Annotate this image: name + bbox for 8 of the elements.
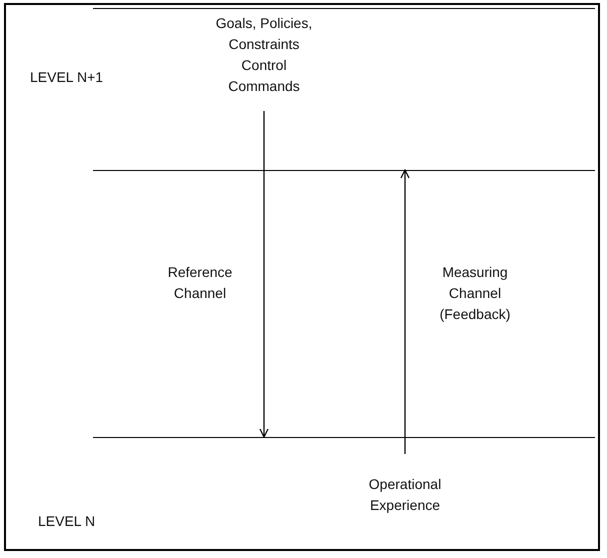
edge-label: Measuring Channel (Feedback)	[438, 263, 512, 324]
text-label: Operational Experience	[350, 474, 460, 516]
arrow	[400, 169, 410, 454]
level-label: LEVEL N+1	[30, 69, 104, 85]
level-label: LEVEL N	[38, 513, 96, 529]
edge-label: Reference Channel	[166, 263, 234, 303]
text-label: Goals, Policies, Constraints Control Commands	[214, 13, 314, 97]
arrow	[259, 111, 269, 438]
